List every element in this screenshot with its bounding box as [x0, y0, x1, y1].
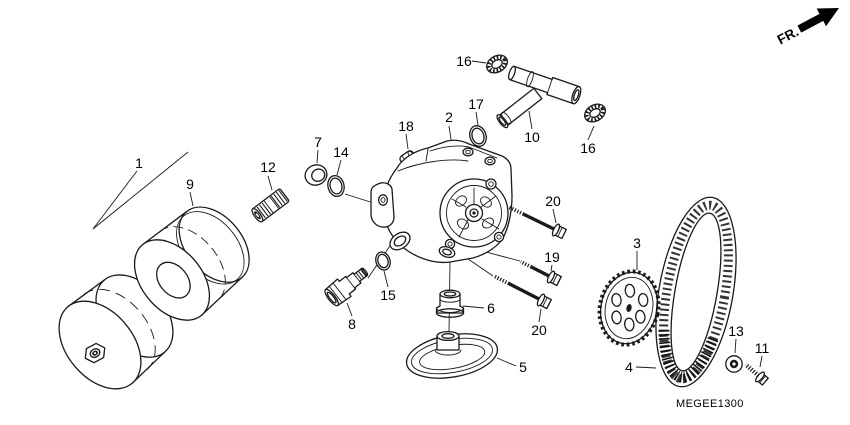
fr-arrow-icon — [797, 8, 839, 33]
pump-chain — [655, 196, 737, 388]
part-label-18: 18 — [398, 118, 414, 134]
part-label-11: 11 — [754, 340, 770, 356]
o-ring-15 — [375, 251, 391, 271]
part-label-4: 4 — [625, 359, 633, 375]
cover-center-nut — [84, 342, 106, 364]
part-label-10: 10 — [524, 129, 540, 145]
pump-sprocket — [597, 269, 661, 347]
part-label-19: 19 — [544, 249, 560, 265]
part-label-8: 8 — [348, 316, 356, 332]
pump-intake-stub — [438, 245, 456, 259]
diagram-code: MEGEE1300 — [676, 398, 744, 410]
part-label-15: 15 — [380, 287, 396, 303]
part-label-20-b: 20 — [531, 322, 547, 338]
part-label-1: 1 — [135, 155, 143, 171]
bolt-11 — [744, 362, 769, 386]
part-label-6: 6 — [487, 300, 495, 316]
fr-direction-indicator: FR. — [772, 0, 845, 51]
part-label-12: 12 — [260, 159, 276, 175]
o-ring-17 — [469, 125, 487, 147]
pipe-seal-a — [486, 54, 508, 74]
part-label-20-a: 20 — [545, 193, 561, 209]
o-ring-14 — [327, 174, 345, 198]
part-label-16-b: 16 — [580, 140, 596, 156]
pipe-seal-b — [584, 103, 606, 123]
oil-strainer — [405, 330, 499, 379]
part-label-2: 2 — [445, 109, 453, 125]
oil-pipe — [496, 65, 582, 129]
part-label-17: 17 — [468, 96, 484, 112]
oil-filter-cartridge — [133, 206, 250, 321]
part-label-13: 13 — [728, 323, 744, 339]
flange-bolt-20a — [508, 205, 567, 240]
part-label-3: 3 — [633, 235, 641, 251]
strainer-neck — [434, 330, 462, 356]
part-label-5: 5 — [519, 359, 527, 375]
part-label-9: 9 — [186, 176, 194, 192]
flange-bolt-20b — [493, 274, 552, 310]
flange-bolt-19 — [519, 259, 562, 287]
collar — [304, 164, 328, 186]
relief-valve-fitting — [324, 267, 369, 307]
pump-outlet-spout — [389, 231, 411, 251]
part-label-16-a: 16 — [456, 53, 472, 69]
part-label-7: 7 — [314, 134, 322, 150]
grommet — [435, 289, 465, 318]
filter-joint-bolt — [251, 188, 290, 223]
part-label-14: 14 — [333, 144, 349, 160]
oil-pump-body — [370, 139, 513, 264]
washer — [725, 355, 743, 373]
